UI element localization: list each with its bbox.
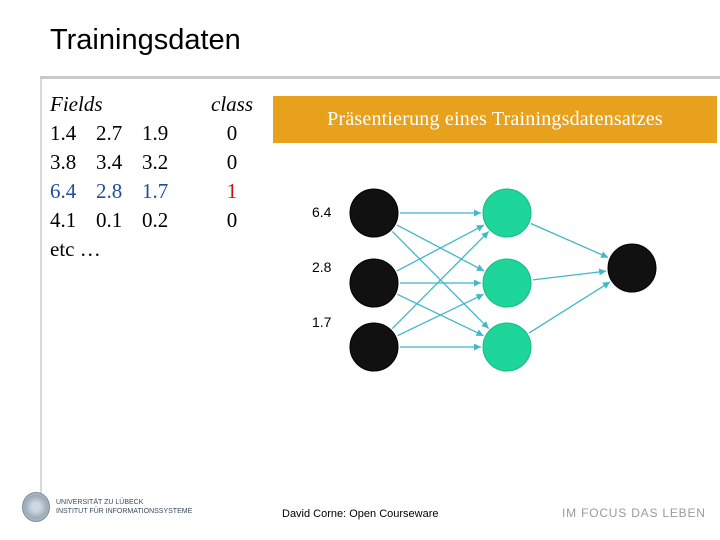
- arrowhead: [474, 209, 481, 217]
- field-value: 2.8: [96, 179, 123, 203]
- arrowhead: [602, 281, 611, 289]
- input-node: [349, 188, 399, 238]
- table-row: 1.4 2.7 1.9 0: [50, 119, 262, 148]
- university-logo-name: UNIVERSITÄT ZU LÜBECK: [56, 499, 144, 506]
- connection-edge: [391, 230, 490, 330]
- table-header-row: Fields class: [50, 90, 262, 119]
- arrowhead: [476, 225, 484, 232]
- left-divider: [40, 79, 42, 519]
- slide-title: Trainingsdaten: [50, 24, 241, 56]
- table-row-highlighted: 6.4 2.8 1.7 1: [50, 177, 262, 206]
- field-value: 1.7: [142, 179, 169, 203]
- connection-edge: [396, 224, 485, 272]
- title-divider: [40, 76, 720, 79]
- field-value: 3.4: [96, 150, 123, 174]
- field-value: 6.4: [50, 179, 77, 203]
- field-value: 1.9: [142, 121, 169, 145]
- network-edges: [391, 209, 611, 351]
- class-value: 0: [226, 208, 238, 232]
- university-logo: UNIVERSITÄT ZU LÜBECK INSTITUT FÜR INFOR…: [22, 492, 192, 522]
- arrowhead: [481, 231, 489, 239]
- input-node: [349, 258, 399, 308]
- arrowhead: [481, 321, 489, 329]
- input-label: 2.8: [312, 259, 332, 275]
- connection-edge: [530, 222, 609, 259]
- connection-edge: [528, 281, 611, 334]
- etc-text: etc …: [50, 237, 101, 261]
- field-value: 1.4: [50, 121, 77, 145]
- input-label: 6.4: [312, 204, 332, 220]
- class-value: 0: [226, 121, 238, 145]
- arrowhead: [600, 251, 609, 258]
- hidden-node: [482, 188, 532, 238]
- section-banner: Präsentierung eines Trainingsdatensatzes: [273, 96, 717, 143]
- input-label: 1.7: [312, 314, 332, 330]
- class-value: 0: [226, 150, 238, 174]
- hidden-node: [482, 322, 532, 372]
- field-value: 2.7: [96, 121, 123, 145]
- table-etc-row: etc …: [50, 235, 262, 264]
- field-value: 4.1: [50, 208, 77, 232]
- arrowhead: [474, 343, 481, 351]
- arrowhead: [476, 264, 484, 271]
- arrowhead: [475, 294, 484, 301]
- field-value: 3.2: [142, 150, 169, 174]
- field-value: 3.8: [50, 150, 77, 174]
- university-logo-institute: INSTITUT FÜR INFORMATIONSSYSTEME: [56, 508, 193, 515]
- arrowhead: [474, 279, 481, 287]
- field-value: 0.1: [96, 208, 123, 232]
- fields-header: Fields: [50, 92, 103, 116]
- network-nodes: [349, 188, 657, 372]
- arrowhead: [475, 329, 484, 336]
- table-row: 3.8 3.4 3.2 0: [50, 148, 262, 177]
- class-value: 1: [226, 179, 238, 203]
- training-data-table: Fields class 1.4 2.7 1.9 0 3.8 3.4 3.2 0…: [50, 90, 262, 264]
- input-node: [349, 322, 399, 372]
- connection-edge: [532, 270, 607, 281]
- university-seal-icon: [22, 492, 50, 522]
- output-node: [607, 243, 657, 293]
- hidden-node: [482, 258, 532, 308]
- class-header: class: [211, 92, 253, 116]
- field-value: 0.2: [142, 208, 169, 232]
- table-row: 4.1 0.1 0.2 0: [50, 206, 262, 235]
- connection-edge: [397, 293, 484, 337]
- slide-credit: David Corne: Open Courseware: [282, 508, 439, 520]
- university-motto: IM FOCUS DAS LEBEN: [562, 506, 706, 520]
- arrowhead: [598, 268, 607, 276]
